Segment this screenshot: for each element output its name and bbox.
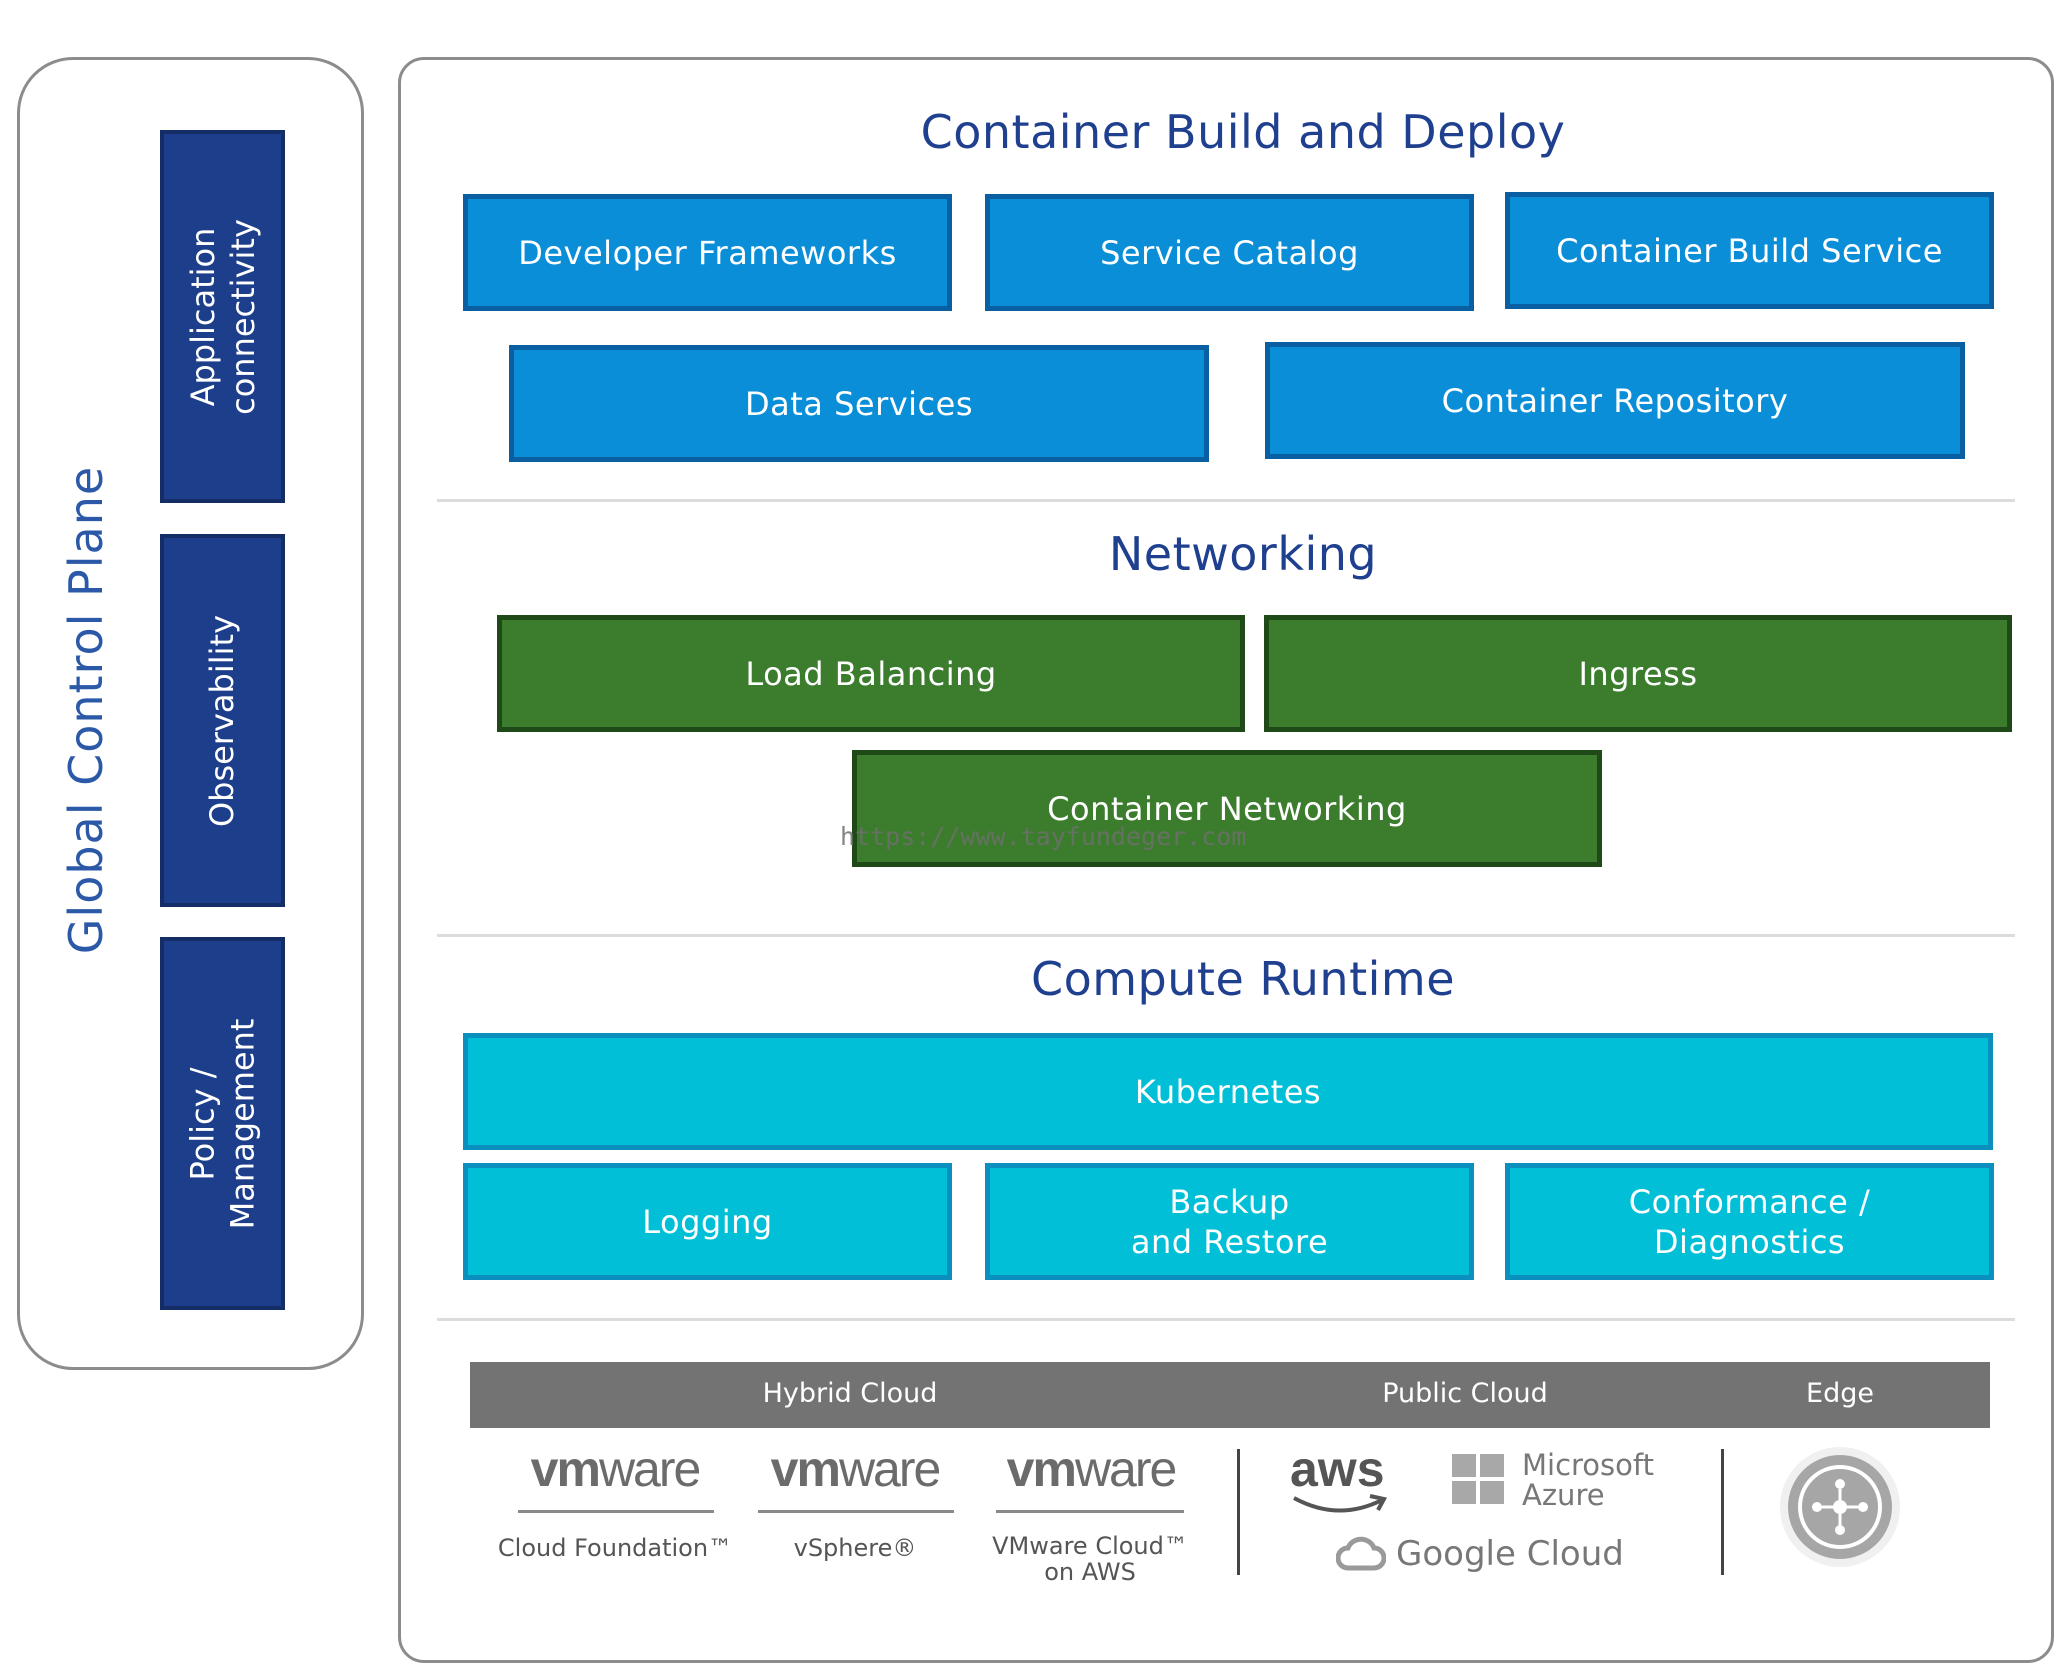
ingress-tile: Ingress: [1264, 615, 2012, 732]
edge-icon: [1780, 1447, 1900, 1567]
vmware-cloud-label-line-1: VMware Cloud™: [992, 1532, 1188, 1560]
edge-label: Edge: [1806, 1378, 1874, 1409]
policy-management-box: Policy / Management: [160, 937, 285, 1310]
vmware-underline-2: [758, 1510, 954, 1513]
microsoft-azure-label: Microsoft Azure: [1522, 1450, 1654, 1510]
backup-label-line-2: and Restore: [1130, 1222, 1329, 1261]
service-catalog-tile: Service Catalog: [985, 194, 1474, 311]
load-balancing-tile: Load Balancing: [497, 615, 1245, 732]
observability-box: Observability: [160, 534, 285, 907]
hybrid-cloud-label: Hybrid Cloud: [762, 1378, 938, 1409]
aws-logo: aws: [1290, 1440, 1385, 1498]
logging-tile: Logging: [463, 1163, 952, 1280]
vmware-cloud-label-line-2: on AWS: [1044, 1558, 1136, 1586]
microsoft-logo-icon: [1452, 1454, 1504, 1504]
policy-management-line-2: Management: [223, 1018, 262, 1229]
vmware-underline-1: [518, 1510, 714, 1513]
container-networking-label: Container Networking: [1047, 789, 1407, 828]
hybrid-public-separator: [1237, 1449, 1240, 1575]
kubernetes-tile: Kubernetes: [463, 1033, 1993, 1150]
backup-restore-tile: Backup and Restore: [985, 1163, 1474, 1280]
vmware-logo-1: vmware: [530, 1441, 702, 1497]
conformance-label-line-2: Diagnostics: [1653, 1222, 1846, 1261]
google-cloud-icon: [1336, 1536, 1386, 1571]
data-services-label: Data Services: [744, 384, 973, 423]
conformance-diagnostics-tile: Conformance / Diagnostics: [1505, 1163, 1994, 1280]
container-build-service-label: Container Build Service: [1556, 231, 1943, 270]
container-repository-label: Container Repository: [1441, 381, 1789, 420]
load-balancing-label: Load Balancing: [745, 654, 997, 693]
section-divider: [437, 934, 2015, 937]
networking-title: Networking: [1108, 527, 1378, 581]
conformance-label-line-1: Conformance /: [1628, 1182, 1871, 1221]
backup-label-line-1: Backup: [1169, 1182, 1290, 1221]
logging-label: Logging: [642, 1202, 773, 1241]
aws-logo-text: aws: [1290, 1441, 1385, 1497]
policy-management-line-1: Policy /: [183, 1067, 222, 1181]
application-connectivity-line-1: Application: [183, 227, 222, 406]
microsoft-label: Microsoft: [1522, 1448, 1654, 1482]
azure-label: Azure: [1522, 1478, 1605, 1512]
developer-frameworks-label: Developer Frameworks: [518, 233, 897, 272]
ingress-label: Ingress: [1578, 654, 1698, 693]
infrastructure-bar: [470, 1362, 1990, 1428]
service-catalog-label: Service Catalog: [1100, 233, 1359, 272]
public-edge-separator: [1721, 1449, 1724, 1575]
public-cloud-label: Public Cloud: [1382, 1378, 1548, 1409]
container-repository-tile: Container Repository: [1265, 342, 1965, 459]
section-divider: [437, 499, 2015, 502]
container-build-service-tile: Container Build Service: [1505, 192, 1994, 309]
observability-label: Observability: [203, 614, 242, 827]
aws-smile-icon: [1293, 1494, 1388, 1513]
data-services-tile: Data Services: [509, 345, 1209, 462]
global-control-plane-title: Global Control Plane: [59, 465, 113, 955]
google-cloud-label: Google Cloud: [1396, 1534, 1624, 1574]
vmware-cloud-on-aws-label: VMware Cloud™ on AWS: [960, 1533, 1220, 1585]
section-divider: [437, 1318, 2015, 1321]
vmware-logo-3: vmware: [1006, 1441, 1178, 1497]
application-connectivity-line-2: connectivity: [223, 218, 262, 415]
global-control-plane-title-wrap: Global Control Plane: [56, 440, 116, 980]
cloud-foundation-label: Cloud Foundation™: [497, 1534, 733, 1562]
vmware-logo-2: vmware: [770, 1441, 942, 1497]
application-connectivity-box: Application connectivity: [160, 130, 285, 503]
kubernetes-label: Kubernetes: [1134, 1072, 1322, 1111]
vmware-underline-3: [996, 1510, 1184, 1513]
container-networking-tile: Container Networking: [852, 750, 1602, 867]
developer-frameworks-tile: Developer Frameworks: [463, 194, 952, 311]
vsphere-label: vSphere®: [793, 1534, 917, 1562]
compute-runtime-title: Compute Runtime: [1030, 952, 1455, 1006]
watermark-url: https://www.tayfundeger.com: [840, 822, 1247, 851]
build-deploy-title: Container Build and Deploy: [920, 105, 1566, 159]
